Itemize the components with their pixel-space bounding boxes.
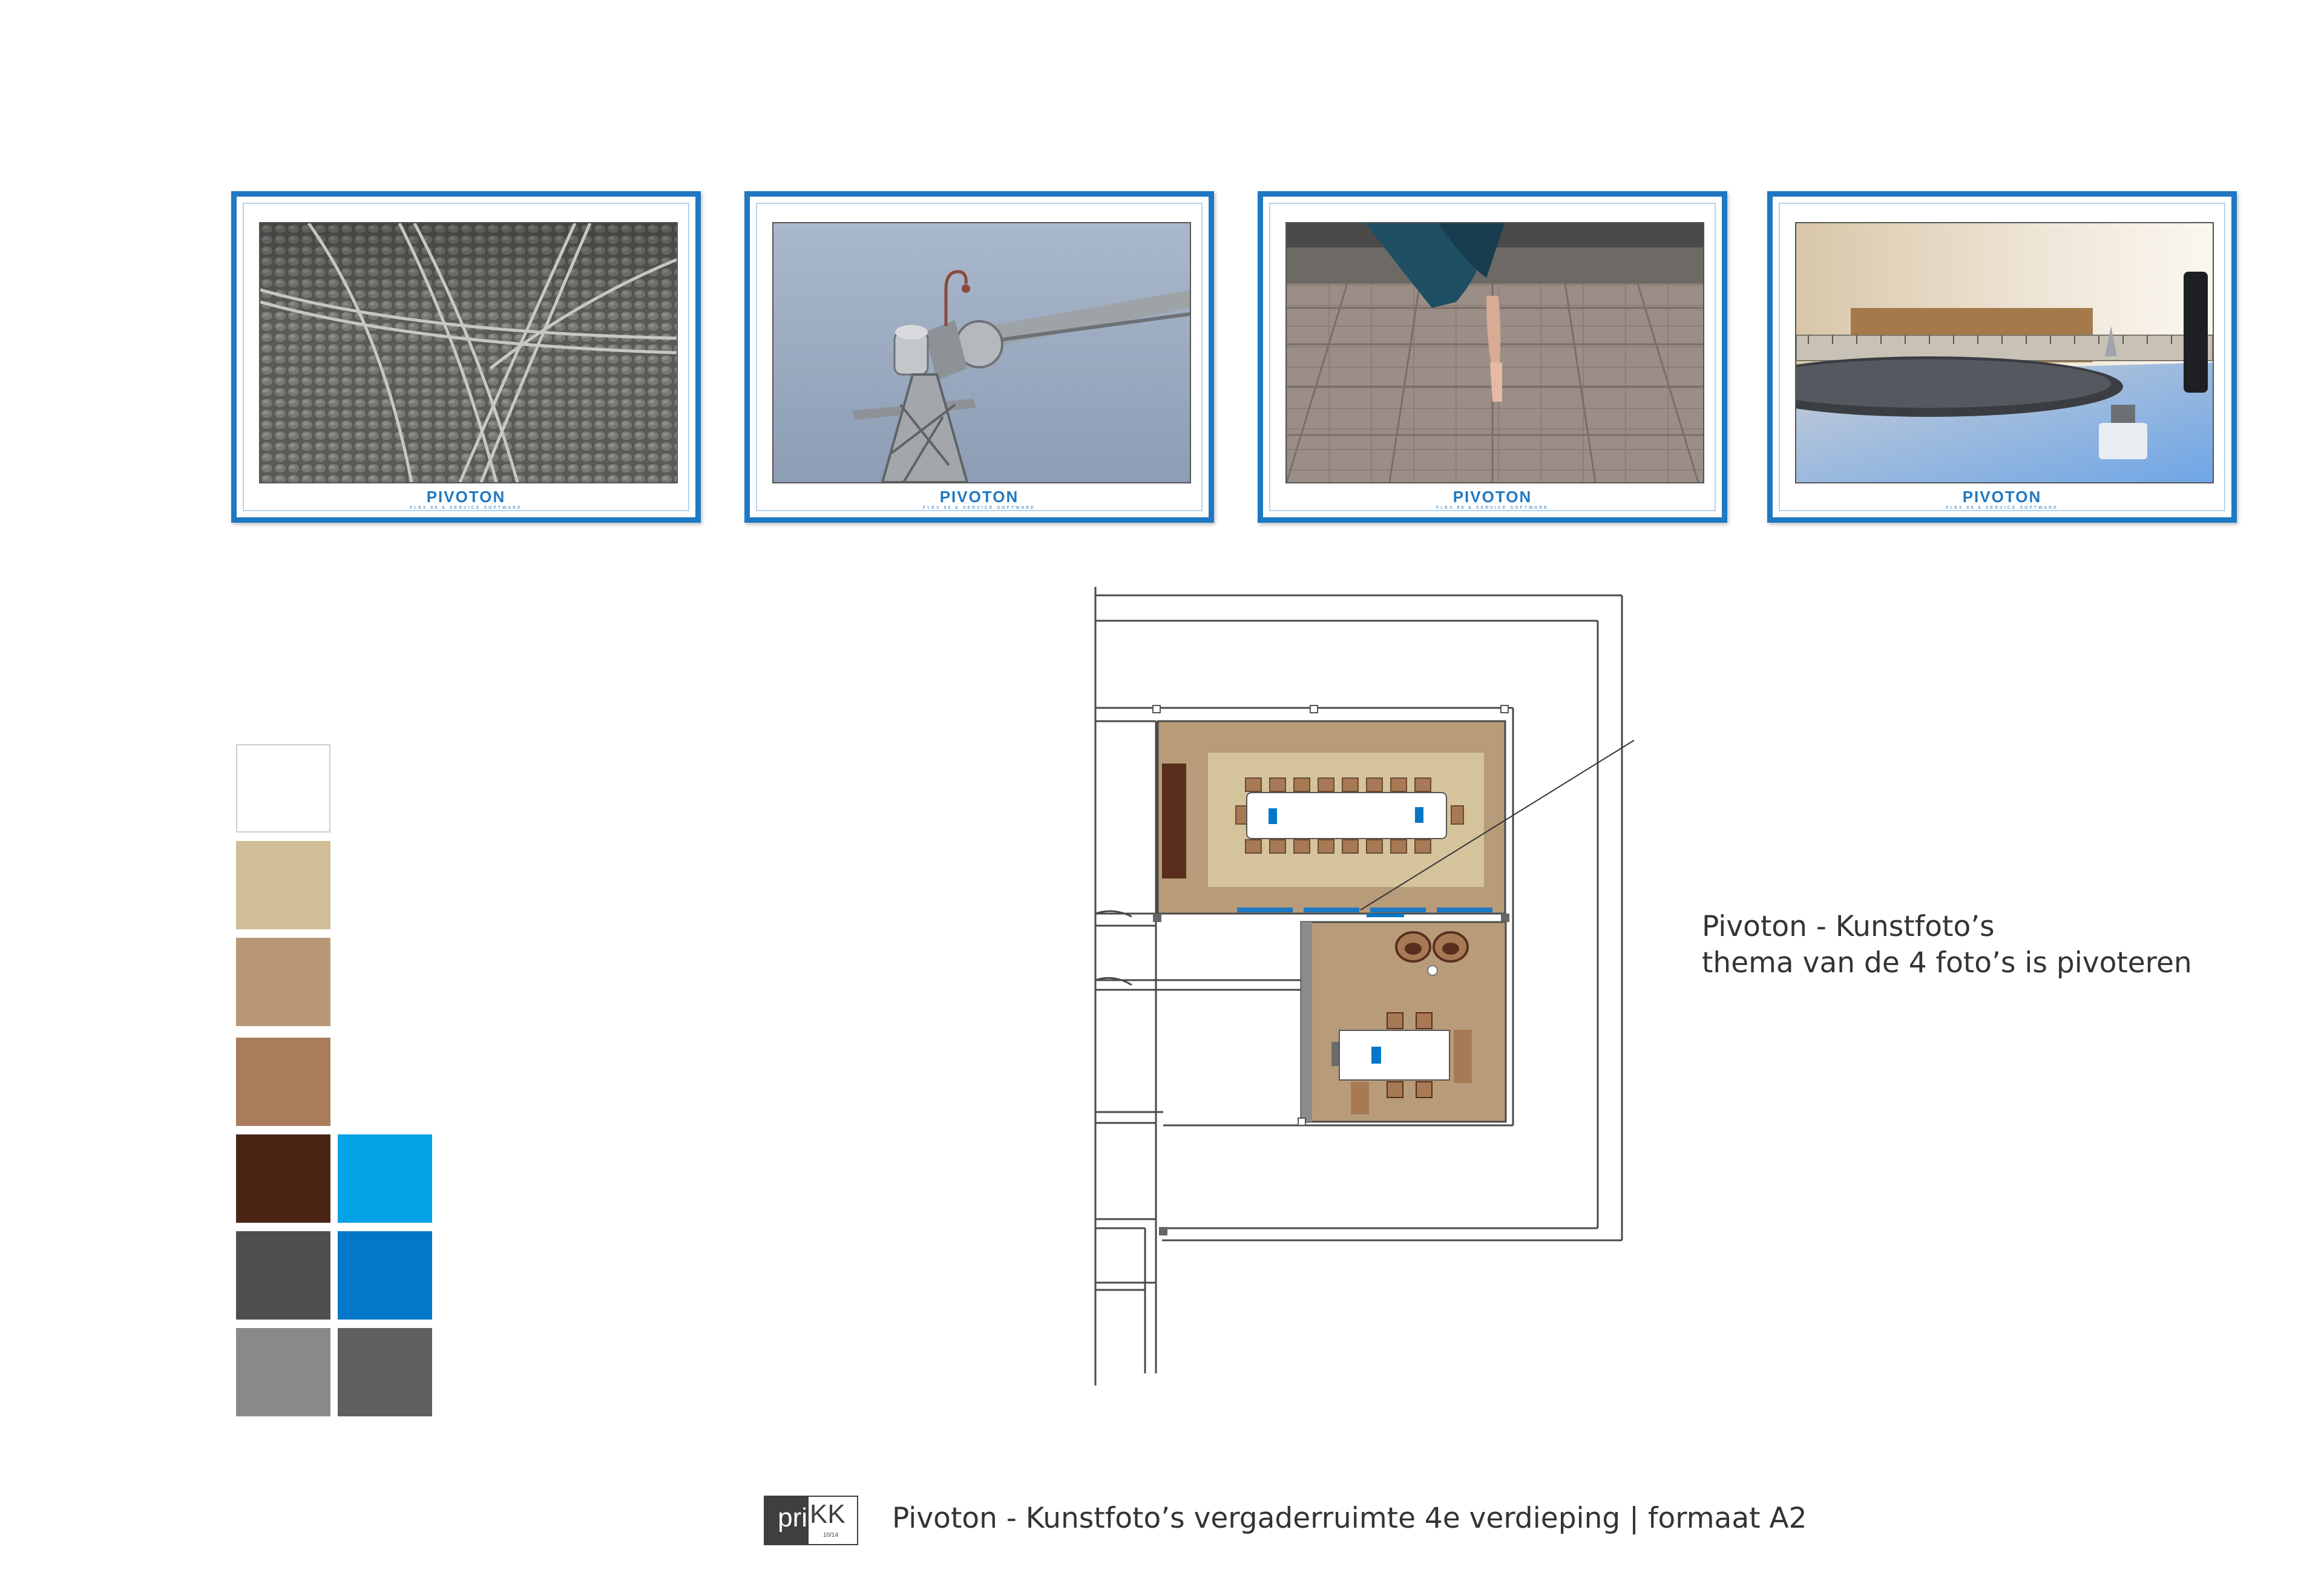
- swatch-light-blue: [338, 1134, 432, 1223]
- annotation-leader-line: [1360, 739, 1634, 911]
- logo-date: 10/14: [823, 1532, 839, 1539]
- swatch-taupe: [236, 938, 330, 1026]
- logo-left-text: pri: [765, 1497, 809, 1544]
- footer-caption: Pivoton - Kunstfoto’s vergaderruimte 4e …: [892, 1502, 1807, 1535]
- brand-name: PIVOTON: [1452, 488, 1532, 506]
- photo-ballet-dancer: [1285, 222, 1704, 483]
- brand-tagline: FLEX 88 & SERVICE SOFTWARE: [410, 506, 522, 510]
- swatch-white: [236, 744, 330, 833]
- photo-cobblestone-tracks: [259, 222, 678, 483]
- brand-name: PIVOTON: [1962, 488, 2042, 506]
- frame-mat: [243, 203, 689, 511]
- swatch-charcoal: [236, 1231, 330, 1320]
- swatch-sand: [236, 841, 330, 929]
- brand-logo: PIVOTON FLEX 88 & SERVICE SOFTWARE: [750, 488, 1209, 511]
- brand-logo: PIVOTON FLEX 88 & SERVICE SOFTWARE: [237, 488, 695, 511]
- art-frame-1: PIVOTON FLEX 88 & SERVICE SOFTWARE: [231, 191, 701, 523]
- frame-mat: [1779, 203, 2225, 511]
- note-title: Pivoton - Kunstfoto’s: [1702, 910, 1995, 943]
- swatch-caramel: [236, 1038, 330, 1126]
- prikk-logo: pri KK 10/14: [764, 1496, 858, 1545]
- art-frame-3: PIVOTON FLEX 88 & SERVICE SOFTWARE: [1258, 191, 1727, 523]
- frame-mat: [1269, 203, 1716, 511]
- annotation-note: Pivoton - Kunstfoto’s thema van de 4 fot…: [1702, 909, 2192, 981]
- brand-logo: PIVOTON FLEX 88 & SERVICE SOFTWARE: [1773, 488, 2231, 511]
- frame-mat: [756, 203, 1203, 511]
- photo-turntable: [1795, 222, 2214, 483]
- swatch-blue: [338, 1231, 432, 1320]
- floor-plan: [1094, 587, 1634, 1386]
- swatch-dark-grey: [338, 1328, 432, 1416]
- brand-name: PIVOTON: [426, 488, 506, 506]
- brand-name: PIVOTON: [939, 488, 1019, 506]
- brand-tagline: FLEX 88 & SERVICE SOFTWARE: [1436, 506, 1549, 510]
- art-frame-2: PIVOTON FLEX 88 & SERVICE SOFTWARE: [744, 191, 1214, 523]
- brand-tagline: FLEX 88 & SERVICE SOFTWARE: [1946, 506, 2058, 510]
- logo-right-text: KK: [810, 1499, 845, 1529]
- photo-harbor-crane: [772, 222, 1191, 483]
- swatch-dark-brown: [236, 1134, 330, 1223]
- swatch-grey: [236, 1328, 330, 1416]
- note-subtitle: thema van de 4 foto’s is pivoteren: [1702, 946, 2192, 980]
- brand-tagline: FLEX 88 & SERVICE SOFTWARE: [923, 506, 1036, 510]
- brand-logo: PIVOTON FLEX 88 & SERVICE SOFTWARE: [1263, 488, 1722, 511]
- art-frame-4: PIVOTON FLEX 88 & SERVICE SOFTWARE: [1767, 191, 2237, 523]
